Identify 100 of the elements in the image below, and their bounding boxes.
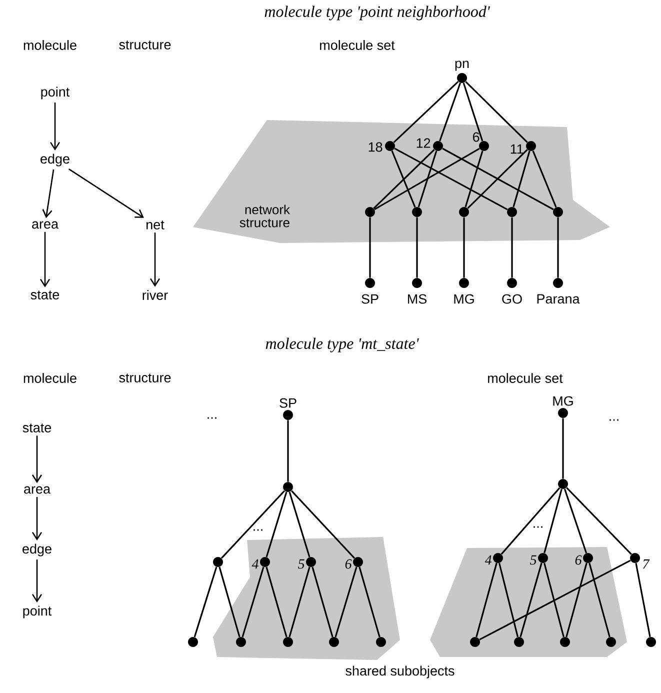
- connector: [288, 492, 310, 558]
- connector: [464, 150, 484, 208]
- connector: [418, 150, 438, 208]
- dot: [329, 637, 339, 647]
- connector: [476, 562, 498, 638]
- text-label: molecule: [24, 40, 76, 50]
- node-label: point: [23, 606, 52, 618]
- connector: [218, 566, 240, 638]
- dot-label: MG: [553, 396, 573, 406]
- connector: [42, 169, 54, 218]
- dot: [646, 637, 656, 647]
- connector: [290, 490, 356, 559]
- connector: [266, 566, 288, 638]
- dot: [459, 207, 469, 217]
- connector: [194, 566, 218, 638]
- text-label: ...: [610, 419, 618, 421]
- node-label: net: [146, 220, 164, 230]
- dot-label: pn: [455, 60, 469, 71]
- connector: [40, 232, 50, 288]
- node-label: river: [142, 290, 168, 300]
- connector: [498, 562, 519, 638]
- connector: [564, 488, 588, 554]
- text-label: ...: [254, 529, 262, 531]
- connector: [544, 488, 562, 554]
- connector: [500, 487, 560, 555]
- dot: [283, 482, 293, 492]
- dot-label: SP: [280, 398, 296, 408]
- connector: [465, 81, 528, 143]
- connector: [544, 562, 564, 638]
- connector: [369, 217, 371, 278]
- connector: [394, 148, 508, 210]
- node-label: edge: [40, 154, 70, 166]
- connector: [442, 148, 554, 210]
- dot: [606, 637, 616, 647]
- text-label: ...: [534, 526, 542, 528]
- connector: [635, 562, 651, 638]
- dot-label: 6: [575, 555, 582, 565]
- connector: [334, 566, 358, 638]
- node-label: area: [24, 486, 50, 494]
- text-label: shared subobjects: [346, 666, 454, 678]
- connector: [68, 168, 144, 218]
- dot-label: 4: [484, 555, 492, 565]
- dot-label: 6: [473, 132, 480, 142]
- dot: [507, 207, 517, 217]
- text-label: structure: [119, 40, 171, 50]
- dot-label: SP: [362, 294, 378, 304]
- connector: [32, 496, 42, 541]
- heading: molecule type 'point neighborhood': [264, 6, 490, 20]
- dot-label: Parana: [537, 294, 580, 304]
- connector: [50, 102, 60, 151]
- connector: [393, 80, 459, 144]
- dot-label: 11: [510, 144, 524, 154]
- connector: [416, 217, 418, 278]
- connector: [150, 232, 160, 287]
- dot: [560, 637, 570, 647]
- connector: [391, 150, 416, 208]
- dot-label: GO: [502, 294, 522, 304]
- dot-label: 6: [345, 559, 352, 569]
- text-label: structure: [119, 374, 171, 382]
- connector: [479, 560, 631, 640]
- dot-label: MG: [454, 294, 474, 304]
- node-label: point: [41, 86, 70, 100]
- dot-label: 12: [416, 138, 430, 148]
- connector: [266, 492, 288, 558]
- connector: [557, 217, 559, 278]
- connector: [373, 149, 435, 209]
- connector: [566, 487, 632, 555]
- connector: [220, 490, 286, 559]
- dot: [283, 637, 293, 647]
- node-label: state: [22, 424, 52, 432]
- connector: [463, 217, 465, 278]
- dot: [213, 557, 223, 567]
- connector: [566, 562, 588, 638]
- dot: [236, 637, 246, 647]
- node-label: area: [32, 221, 58, 229]
- connector: [287, 420, 289, 482]
- node-label: state: [30, 290, 60, 300]
- text-label: molecule set: [320, 40, 395, 50]
- connector: [312, 566, 334, 638]
- text-label: ...: [208, 417, 216, 419]
- dot-label: 7: [643, 559, 650, 569]
- connector: [438, 82, 462, 142]
- dot-label: 5: [298, 559, 304, 569]
- dot-label: 4: [252, 559, 258, 569]
- connector: [588, 562, 610, 638]
- connector: [462, 82, 484, 142]
- dot: [412, 207, 422, 217]
- dot: [365, 207, 375, 217]
- dot-label: 5: [530, 555, 536, 565]
- connector: [467, 149, 528, 209]
- dot: [558, 479, 568, 489]
- connector: [374, 148, 480, 210]
- connector: [358, 566, 380, 638]
- connector: [32, 560, 42, 603]
- connector: [511, 217, 513, 278]
- dot: [188, 637, 198, 647]
- dot: [470, 637, 480, 647]
- connector: [288, 566, 310, 638]
- text-label: molecule: [24, 373, 76, 383]
- connector: [562, 418, 564, 479]
